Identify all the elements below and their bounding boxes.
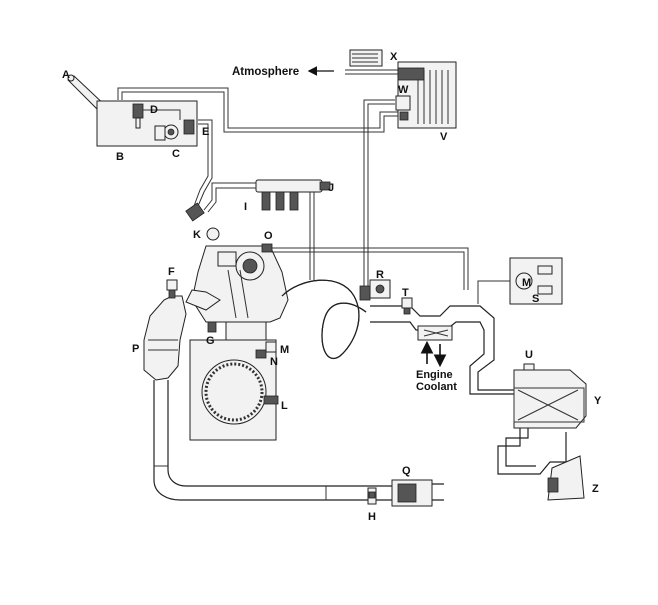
label-q: Q [402, 465, 411, 477]
label-u: U [525, 349, 533, 361]
label-n: N [270, 356, 278, 368]
motor-symbol: M [522, 277, 531, 289]
component-x-filter [349, 49, 383, 67]
label-t: T [402, 287, 409, 299]
component-n-sensor [255, 349, 267, 359]
component-l-sensor [263, 395, 279, 405]
label-b: B [116, 151, 124, 163]
component-m-sensor [265, 341, 277, 353]
component-o-sensor [261, 243, 469, 290]
label-i: I [244, 201, 247, 213]
exhaust-pipe [153, 380, 392, 501]
label-l: L [281, 400, 288, 412]
label-h: H [368, 511, 376, 523]
label-r: R [376, 269, 384, 281]
label-s: S [532, 293, 539, 305]
label-p: P [132, 343, 139, 355]
component-b-housing [96, 100, 198, 147]
exhaust-manifold [185, 289, 221, 311]
label-d: D [150, 104, 158, 116]
label-m: M [280, 344, 289, 356]
label-z: Z [592, 483, 599, 495]
label-a: A [62, 69, 70, 81]
label-k: K [193, 229, 201, 241]
component-z-air-inlet [497, 428, 585, 501]
label-g: G [206, 335, 215, 347]
label-v: V [440, 131, 448, 143]
throttle-body [417, 325, 453, 341]
engine-block [189, 245, 289, 441]
component-d-valve [132, 103, 181, 129]
label-o: O [264, 230, 273, 242]
component-f-sensor [166, 279, 178, 299]
component-c-sensor [154, 124, 179, 141]
intake-manifold [281, 279, 367, 359]
component-i-injectors [261, 191, 299, 211]
engine-coolant-label-line1: Engine [416, 369, 453, 381]
component-k-valve [185, 202, 220, 241]
atmosphere-label: Atmosphere [232, 66, 299, 78]
component-w-valve [395, 95, 411, 121]
label-j: J [328, 182, 334, 194]
component-r-valve [359, 279, 391, 301]
engine-coolant-label-line2: Coolant [416, 381, 457, 393]
component-s-motor [477, 257, 563, 305]
label-f: F [168, 266, 175, 278]
label-y: Y [594, 395, 602, 407]
component-e-connector [183, 119, 195, 135]
intake-duct [370, 305, 520, 395]
label-e: E [202, 126, 209, 138]
component-p-catalytic-converter [143, 295, 187, 381]
component-y-air-cleaner [513, 369, 587, 429]
component-g-sensor [207, 321, 217, 333]
component-j-fuel-rail [203, 179, 331, 213]
component-t-sensor [401, 297, 413, 315]
component-h-sensor [367, 487, 377, 505]
label-c: C [172, 148, 180, 160]
vacuum-hose-network [117, 69, 400, 286]
label-x: X [390, 51, 398, 63]
component-q-muffler [391, 479, 444, 507]
label-w: W [398, 84, 409, 96]
